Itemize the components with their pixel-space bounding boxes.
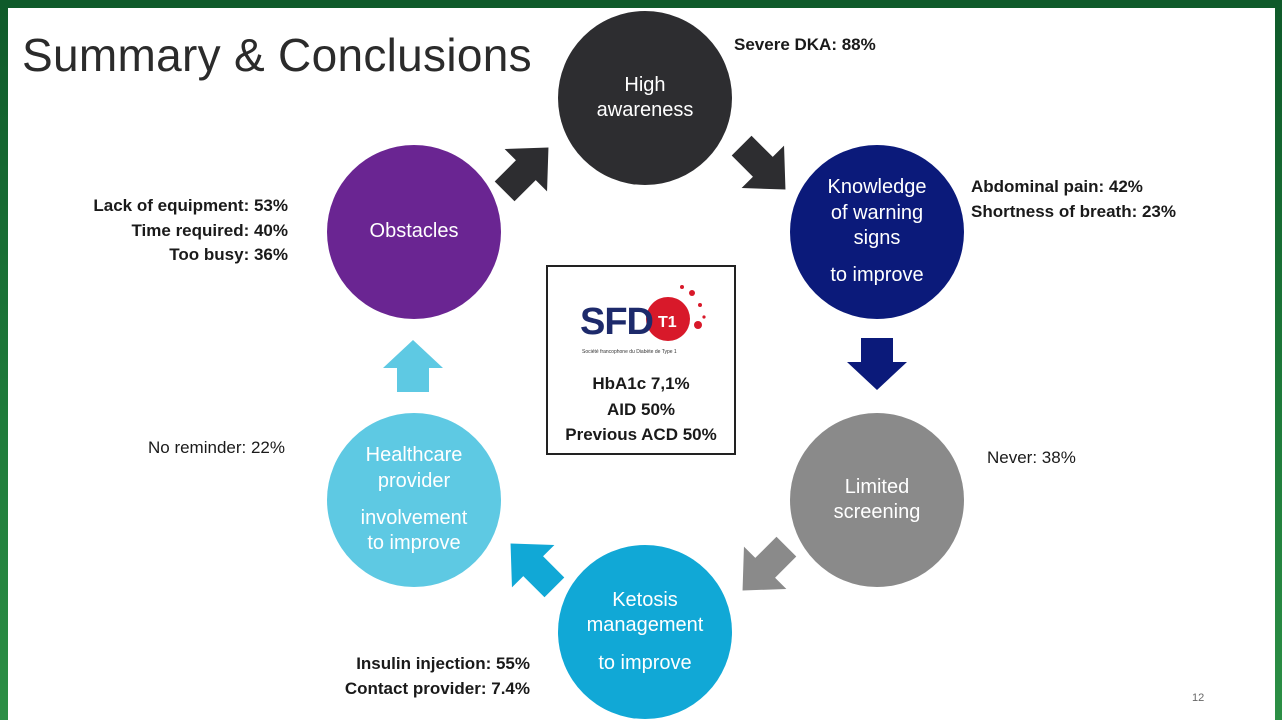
arrow-healthcare-to-obstacles: [383, 340, 443, 392]
annotation-line: Shortness of breath: 23%: [971, 201, 1176, 221]
node-healthcare-provider: Healthcare provider involvement to impro…: [327, 413, 501, 587]
node-line: involvement: [360, 507, 468, 529]
arrow-obstacles-to-awareness: [494, 147, 549, 202]
node-obstacles: Obstacles: [327, 145, 501, 319]
logo-wordmark: SFD: [580, 301, 654, 343]
sfd-logo: T1 SFD Société francophone du Diabète de…: [576, 281, 710, 363]
node-line: Limited: [844, 475, 910, 498]
node-line: to improve: [598, 651, 692, 674]
node-line: screening: [833, 501, 921, 523]
annotation-never: Never: 38%: [987, 448, 1076, 467]
node-limited-screening: Limited screening: [790, 413, 964, 587]
arrow-awareness-to-knowledge: [731, 135, 786, 190]
slide-title: Summary & Conclusions: [22, 29, 532, 81]
node-line: Ketosis: [612, 588, 678, 611]
center-summary-box: T1 SFD Société francophone du Diabète de…: [546, 265, 736, 455]
center-stats: HbA1c 7,1% AID 50% Previous ACD 50%: [548, 371, 734, 448]
stat-line: Previous ACD 50%: [565, 425, 717, 444]
cycle-arrows: [383, 135, 907, 598]
node-high-awareness: High awareness: [558, 11, 732, 185]
annotation-ketosis-actions: Insulin injection: 55% Contact provider:…: [345, 652, 530, 701]
node-knowledge-warning-signs: Knowledge of warning signs to improve: [790, 145, 964, 319]
node-line: Knowledge: [827, 176, 927, 199]
node-line: signs: [853, 227, 901, 249]
annotation-no-reminder: No reminder: 22%: [147, 438, 285, 457]
node-ketosis-management: Ketosis management to improve: [558, 545, 732, 719]
annotation-line: Abdominal pain: 42%: [971, 177, 1143, 196]
stat-line: HbA1c 7,1%: [592, 374, 690, 393]
annotation-warning-signs: Abdominal pain: 42% Shortness of breath:…: [971, 175, 1176, 224]
annotation-line: Lack of equipment: 53%: [93, 196, 288, 215]
node-line: of warning: [830, 201, 924, 224]
annotation-line: Time required: 40%: [131, 220, 288, 240]
node-line: to improve: [830, 264, 924, 287]
node-line: Healthcare: [365, 444, 463, 467]
node-line: High: [624, 73, 666, 96]
annotation-severe-dka: Severe DKA: 88%: [734, 35, 876, 54]
logo-dots-icon: T1: [646, 285, 706, 341]
arrow-knowledge-to-screening: [847, 338, 907, 390]
arrow-screening-to-ketosis: [742, 536, 797, 591]
node-line: provider: [377, 469, 451, 492]
node-line: to improve: [367, 532, 461, 555]
logo-tagline: Société francophone du Diabète de Type 1: [582, 349, 677, 355]
annotation-obstacles-list: Lack of equipment: 53% Time required: 40…: [93, 194, 288, 268]
node-line: management: [586, 614, 704, 637]
annotation-line: Too busy: 36%: [169, 245, 288, 265]
node-line: awareness: [596, 99, 694, 121]
stat-line: AID 50%: [606, 399, 676, 419]
slide: Summary & Conclusions High awareness: [8, 8, 1275, 720]
annotation-line: Contact provider: 7.4%: [344, 678, 530, 698]
node-line: Obstacles: [369, 220, 459, 243]
arrow-ketosis-to-healthcare: [510, 543, 565, 598]
page-number: 12: [1192, 692, 1205, 704]
annotation-line: Insulin injection: 55%: [356, 654, 530, 673]
logo-badge: T1: [658, 314, 677, 331]
